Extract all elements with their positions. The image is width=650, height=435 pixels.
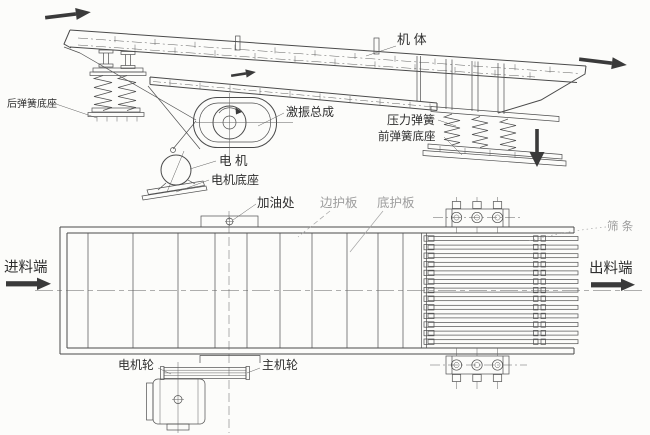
- drive-unit-plan: [146, 355, 261, 433]
- front-spring-assembly: [422, 59, 567, 167]
- trough-bottom-flange: [149, 76, 438, 111]
- side-guard-leader: [297, 210, 331, 238]
- feed-arrow-icon: [6, 277, 51, 290]
- pressure-spring-label: 压力弹簧: [387, 112, 435, 127]
- bottom-guard-label: 底护板: [377, 195, 415, 210]
- machine-body-leader: [365, 45, 397, 57]
- rear-spring-base-leader: [55, 103, 98, 119]
- motor-wheel-label: 电机轮: [118, 358, 154, 372]
- front-spring-base-leader: [443, 136, 463, 156]
- front-spring-base-label: 前弹簧底座: [378, 129, 436, 143]
- side-elevation-view: 机 体 后弹簧底座 激振总成 电 机 电机底座 压力弹簧 前弹簧底座: [7, 7, 627, 201]
- top-left-direction-arrow-icon: [44, 7, 91, 20]
- bottom-spring-mount-bolts: [430, 348, 527, 389]
- screen-bars-label: 筛 条: [607, 219, 634, 233]
- screen-bars-leader: [527, 226, 607, 242]
- exciter-assembly: [193, 93, 293, 163]
- exciter-leader: [257, 112, 285, 127]
- bottom-guard-leader: [349, 210, 384, 253]
- motor-base-label: 电机底座: [211, 172, 259, 187]
- discharge-arrow-icon: [591, 278, 635, 291]
- side-guard-label: 边护板: [320, 196, 358, 210]
- mid-direction-arrow-icon: [230, 69, 256, 78]
- machine-body-outline: [63, 29, 587, 114]
- motor-label: 电 机: [219, 154, 248, 168]
- down-direction-arrow-icon: [529, 129, 545, 167]
- motor-wheel-leader: [157, 367, 172, 375]
- feed-end-label: 进料端: [4, 259, 48, 276]
- main-wheel-label: 主机轮: [262, 358, 298, 372]
- motor-leader: [189, 160, 217, 170]
- plan-view: 加油处 边护板 底护板 筛 条 进料端 出料端 电机轮 主机轮: [4, 195, 643, 433]
- mount-bracket-lines: [79, 52, 201, 150]
- machine-body-label: 机 体: [397, 32, 427, 47]
- rotation-arrow-icon: [235, 107, 242, 115]
- rear-spring-assembly: [87, 49, 147, 122]
- top-right-direction-arrow-icon: [578, 57, 627, 70]
- motor-base-leader: [175, 179, 210, 193]
- rotation-arc-icon: [218, 107, 239, 114]
- oil-fill-label: 加油处: [257, 196, 295, 210]
- main-wheel-leader: [246, 367, 261, 374]
- grizzly-screen-bars: [423, 235, 579, 345]
- pressure-spring-leader: [437, 119, 457, 127]
- motor-assembly: [141, 147, 208, 201]
- rear-spring-base-label: 后弹簧底座: [7, 97, 57, 110]
- top-spring-mount-bolts: [433, 197, 523, 233]
- exciter-assembly-label: 激振总成: [286, 105, 334, 119]
- oil-filler: [200, 215, 259, 228]
- discharge-end-label: 出料端: [589, 260, 633, 277]
- oil-fill-leader: [232, 203, 257, 221]
